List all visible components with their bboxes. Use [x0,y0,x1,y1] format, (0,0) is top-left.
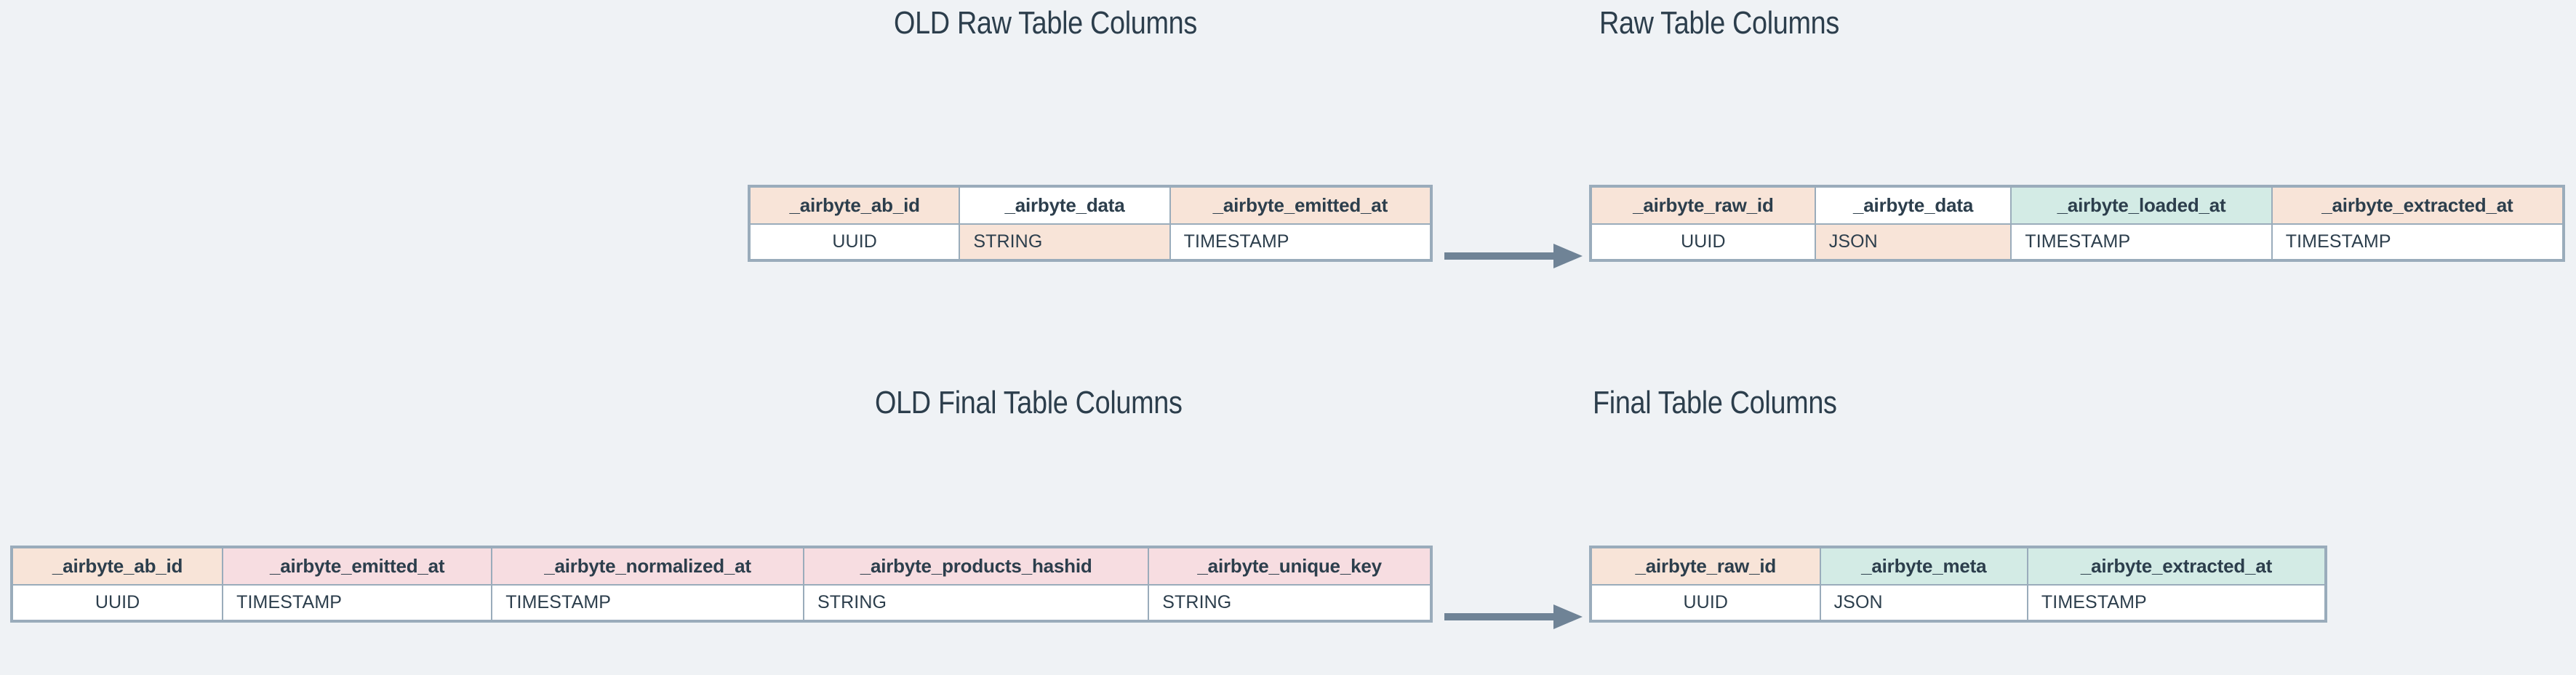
table-header-row: _airbyte_ab_id_airbyte_data_airbyte_emit… [748,185,1433,225]
column-header-airbyte-normalized-at: _airbyte_normalized_at [491,546,804,586]
table-header-row: _airbyte_raw_id_airbyte_meta_airbyte_ext… [1590,546,2327,586]
column-type-airbyte-data: STRING [959,223,1171,261]
arrow-old-raw-to-raw-icon [1444,241,1583,271]
column-header-airbyte-emitted-at: _airbyte_emitted_at [1169,185,1433,225]
column-header-airbyte-raw-id: _airbyte_raw_id [1590,185,1816,225]
column-header-airbyte-extracted-at: _airbyte_extracted_at [2026,546,2327,586]
table-raw-columns: _airbyte_raw_id_airbyte_data_airbyte_loa… [1589,185,2565,262]
column-type-airbyte-extracted-at: TIMESTAMP [2271,223,2565,261]
column-header-airbyte-unique-key: _airbyte_unique_key [1148,546,1432,586]
column-type-airbyte-raw-id: UUID [1590,223,1816,261]
column-header-airbyte-ab-id: _airbyte_ab_id [748,185,961,225]
arrow-old-final-to-final-icon [1444,602,1583,631]
column-type-airbyte-loaded-at: TIMESTAMP [2010,223,2273,261]
column-header-airbyte-ab-id: _airbyte_ab_id [10,546,224,586]
column-header-airbyte-emitted-at: _airbyte_emitted_at [222,546,493,586]
column-type-airbyte-extracted-at: TIMESTAMP [2026,584,2327,622]
column-header-airbyte-meta: _airbyte_meta [1819,546,2028,586]
column-type-airbyte-ab-id: UUID [748,223,961,261]
column-header-airbyte-data: _airbyte_data [1814,185,2012,225]
table-old-final-columns: _airbyte_ab_id_airbyte_emitted_at_airbyt… [10,546,1433,623]
page-title-final-table-columns: Final Table Columns [1593,385,1837,420]
column-type-airbyte-meta: JSON [1819,584,2028,622]
column-header-airbyte-raw-id: _airbyte_raw_id [1590,546,1821,586]
column-header-airbyte-products-hashid: _airbyte_products_hashid [802,546,1150,586]
table-old-raw-columns: _airbyte_ab_id_airbyte_data_airbyte_emit… [748,185,1433,262]
column-type-airbyte-emitted-at: TIMESTAMP [1169,223,1433,261]
page-title-old-final-table-columns: OLD Final Table Columns [875,385,1183,420]
column-type-airbyte-unique-key: STRING [1148,584,1432,622]
page-title-old-raw-table-columns: OLD Raw Table Columns [894,5,1197,41]
column-type-airbyte-data: JSON [1814,223,2012,261]
table-header-row: _airbyte_raw_id_airbyte_data_airbyte_loa… [1590,185,2565,225]
page-title-raw-table-columns: Raw Table Columns [1599,5,1839,41]
column-type-airbyte-normalized-at: TIMESTAMP [491,584,804,622]
column-header-airbyte-data: _airbyte_data [959,185,1171,225]
table-header-row: _airbyte_ab_id_airbyte_emitted_at_airbyt… [10,546,1432,586]
column-type-airbyte-emitted-at: TIMESTAMP [222,584,493,622]
column-header-airbyte-extracted-at: _airbyte_extracted_at [2271,185,2565,225]
column-header-airbyte-loaded-at: _airbyte_loaded_at [2010,185,2273,225]
table-final-columns: _airbyte_raw_id_airbyte_meta_airbyte_ext… [1589,546,2327,623]
column-type-airbyte-products-hashid: STRING [802,584,1150,622]
column-type-airbyte-ab-id: UUID [10,584,224,622]
column-type-airbyte-raw-id: UUID [1590,584,1821,622]
